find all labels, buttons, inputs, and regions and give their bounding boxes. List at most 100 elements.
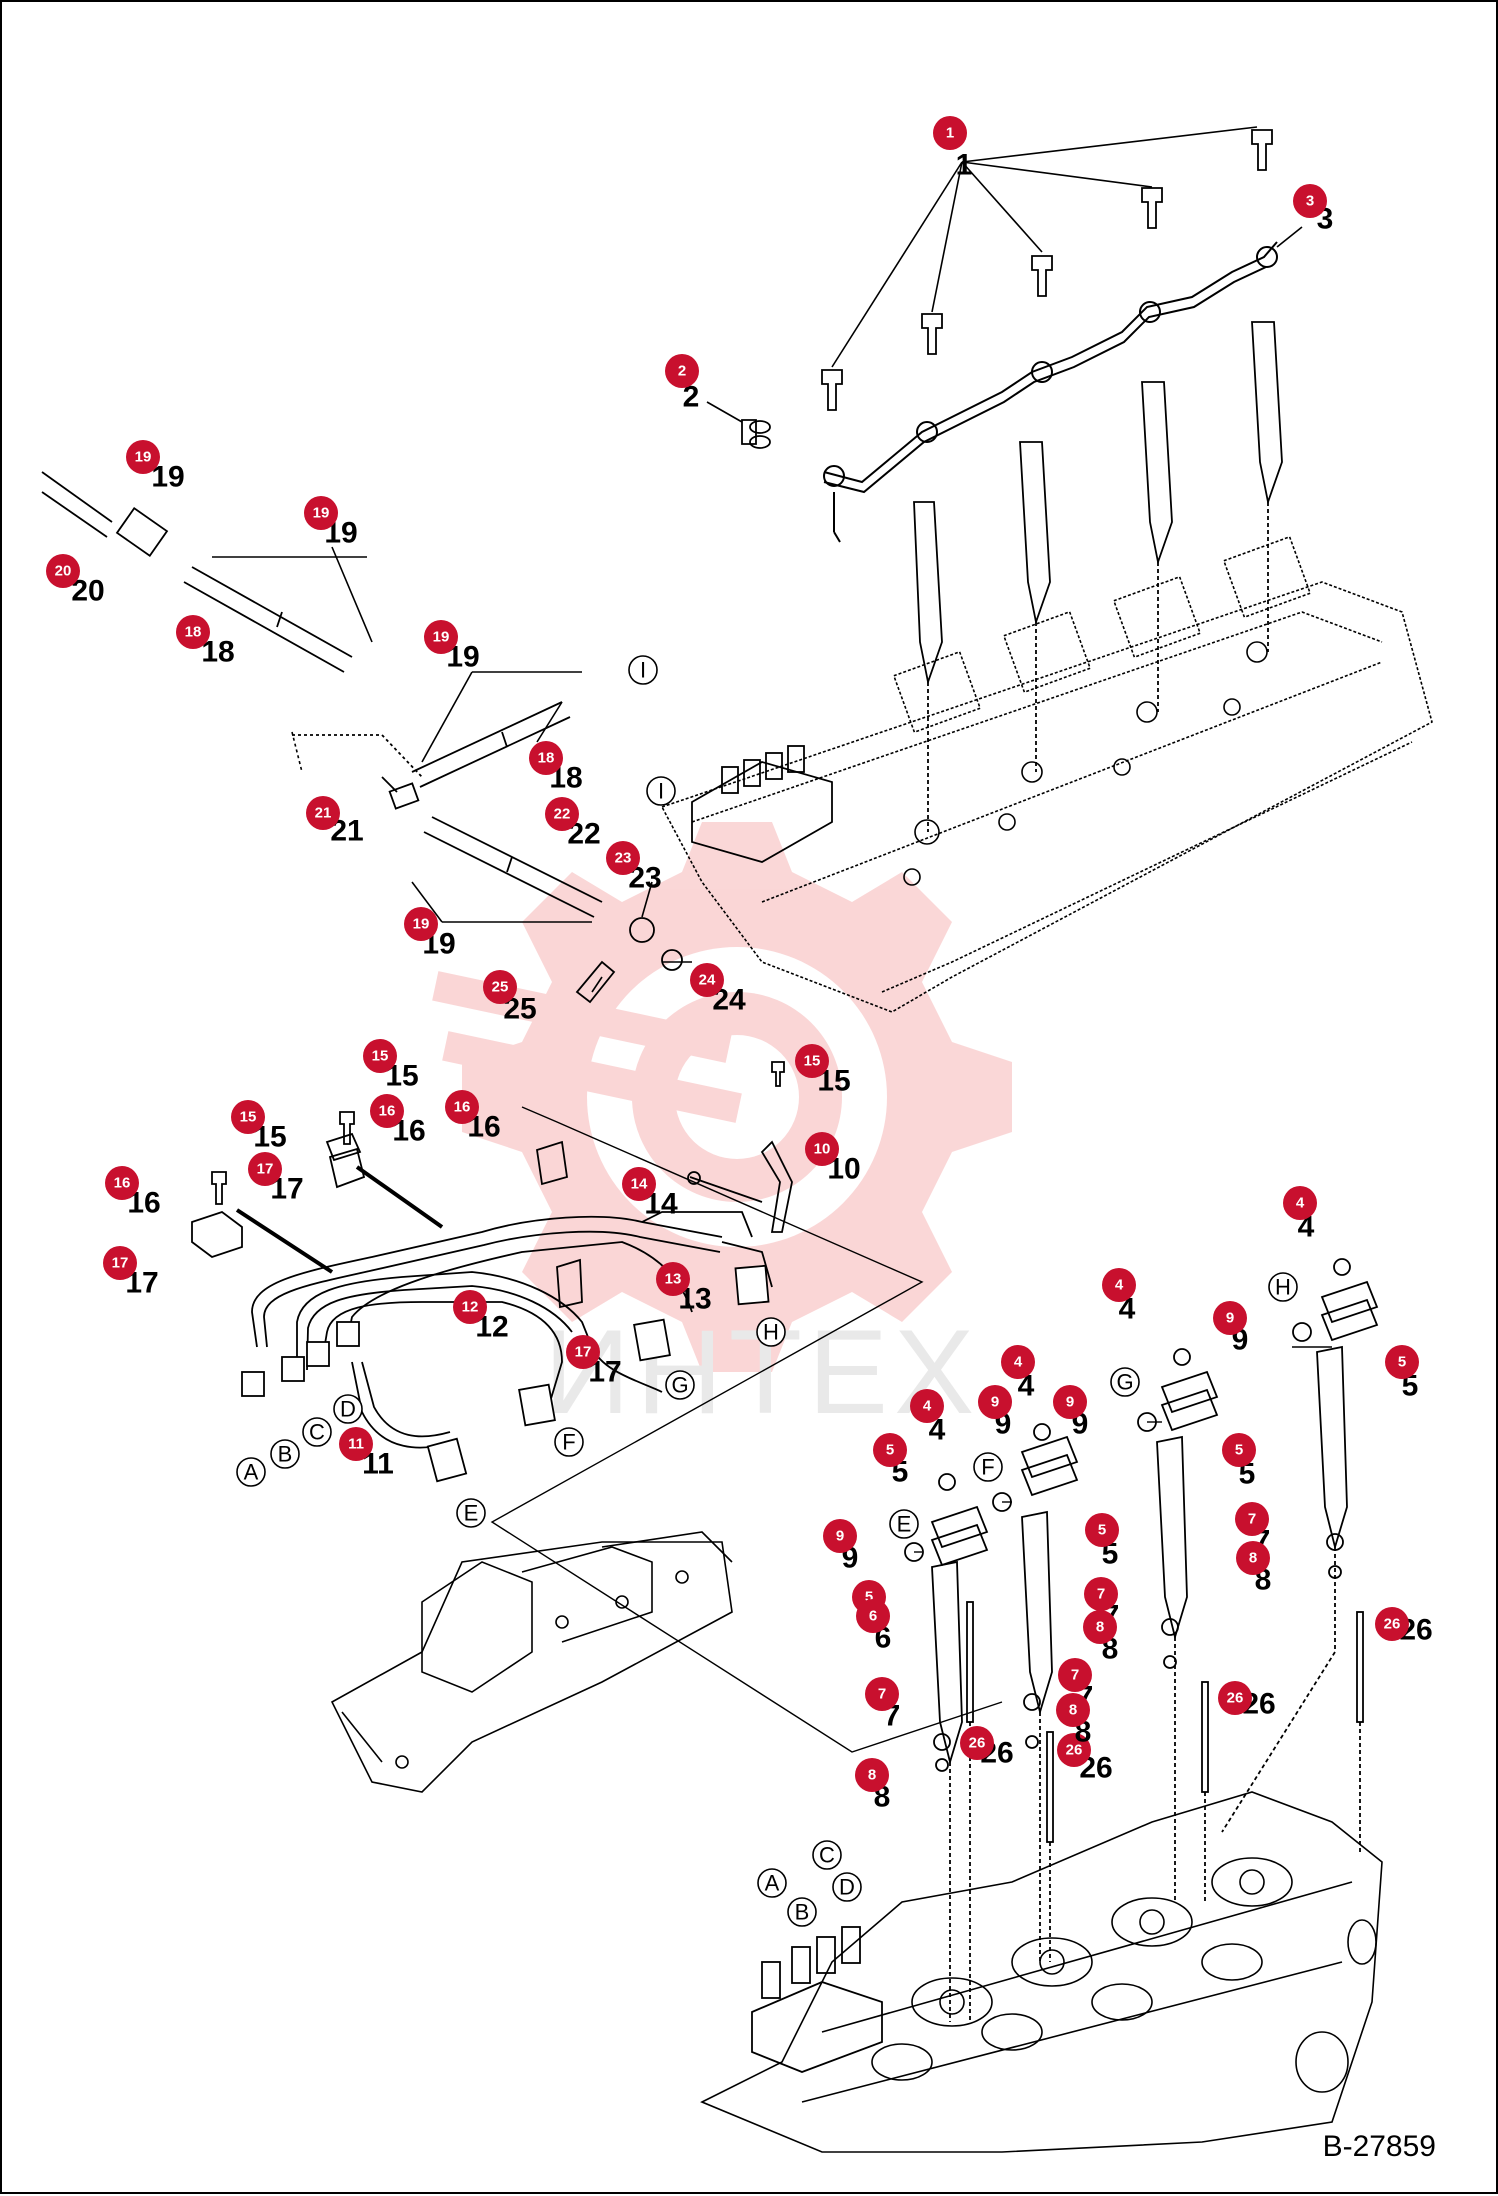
callout-number: 11: [348, 1436, 364, 1453]
clamps: [191, 1061, 793, 1309]
callout-badge: [1056, 1693, 1090, 1727]
callout-8: 88: [855, 1758, 890, 1814]
connection-marker-g: G: [665, 1370, 695, 1400]
callout-badge: [1375, 1607, 1409, 1641]
callout-number: 16: [454, 1099, 471, 1116]
callout-9: 99: [1053, 1385, 1088, 1441]
callout-number: 10: [814, 1141, 831, 1158]
connection-marker-e: E: [456, 1498, 486, 1528]
callout-badge: [529, 741, 563, 775]
callout-badge: [1293, 184, 1327, 218]
callout-8: 88: [1083, 1610, 1118, 1666]
callout-number: 5: [1235, 1442, 1243, 1459]
lower-leader-lines: [914, 1346, 1332, 1553]
marker-letter: E: [897, 1512, 912, 1537]
callout-number: 15: [372, 1048, 389, 1065]
callout-badge: [865, 1677, 899, 1711]
marker-letter: D: [839, 1875, 855, 1900]
marker-ring: [832, 1872, 862, 1902]
callout-badge: [304, 496, 338, 530]
callout-number: 26: [1384, 1616, 1401, 1633]
callout-badge: [1222, 1433, 1256, 1467]
connection-marker-i: I: [646, 776, 676, 806]
callout-badge: [1102, 1268, 1136, 1302]
connection-marker-b: B: [270, 1439, 300, 1469]
callout-number: 26: [1066, 1742, 1083, 1759]
callout-badge: [126, 440, 160, 474]
callout-number: 16: [114, 1175, 131, 1192]
callout-number: 8: [1096, 1619, 1104, 1636]
callout-badge: [105, 1166, 139, 1200]
callout-badge: [1235, 1502, 1269, 1536]
callout-badge: [665, 354, 699, 388]
callout-number: 9: [1226, 1310, 1234, 1327]
connection-marker-c: C: [812, 1840, 842, 1870]
marker-ring: [757, 1868, 787, 1898]
callout-3: 33: [1293, 184, 1333, 236]
callout-badge: [566, 1335, 600, 1369]
callout-1: 11: [933, 116, 972, 182]
marker-ring: [1110, 1367, 1140, 1397]
marker-letter: C: [309, 1420, 325, 1445]
marker-letter: E: [464, 1501, 479, 1526]
leader-lines: [212, 126, 1303, 993]
callout-number: 12: [462, 1299, 479, 1316]
lower-pump-block: [751, 1926, 883, 2073]
marker-ring: [1268, 1272, 1298, 1302]
part-number-label: 1: [956, 149, 973, 182]
callout-badge: [370, 1094, 404, 1128]
callout-7: 77: [865, 1677, 900, 1733]
marker-letter: F: [562, 1430, 575, 1455]
callout-5: 55: [1222, 1433, 1256, 1491]
callout-number: 22: [554, 806, 571, 823]
marker-ring: [665, 1370, 695, 1400]
marker-ring: [973, 1452, 1003, 1482]
callout-badge: [960, 1726, 994, 1760]
callout-number: 7: [1248, 1511, 1256, 1528]
callout-4: 44: [1283, 1186, 1317, 1244]
callout-number: 19: [135, 449, 152, 466]
connection-marker-h: H: [1268, 1272, 1298, 1302]
callout-badge: [606, 841, 640, 875]
callout-badge: [656, 1262, 690, 1296]
callout-number: 6: [869, 1608, 877, 1625]
callout-number: 26: [1227, 1690, 1244, 1707]
marker-ring: [333, 1394, 363, 1424]
callout-badge: [1085, 1513, 1119, 1547]
injection-lines: [235, 1165, 773, 1449]
callout-badge: [1213, 1301, 1247, 1335]
callout-number: 17: [112, 1255, 129, 1272]
callout-number: 8: [1069, 1702, 1077, 1719]
banjo-bolts: [741, 129, 1273, 449]
callout-badge: [1385, 1345, 1419, 1379]
marker-ring: [456, 1498, 486, 1528]
marker-letter: B: [278, 1442, 293, 1467]
callout-number: 1: [946, 125, 954, 142]
callout-badge: [1084, 1577, 1118, 1611]
callout-badge: [339, 1427, 373, 1461]
callout-number: 3: [1306, 193, 1314, 210]
part-number-label: 2: [683, 381, 700, 414]
leak-off-rail: [823, 241, 1278, 543]
intake-manifold: [330, 1531, 733, 1793]
marker-ring: [302, 1417, 332, 1447]
upper-pump-block: [691, 745, 833, 863]
callout-number: 4: [1014, 1354, 1023, 1371]
connection-marker-e: E: [889, 1509, 919, 1539]
connection-marker-h: H: [756, 1317, 786, 1347]
callout-number: 4: [1115, 1277, 1124, 1294]
